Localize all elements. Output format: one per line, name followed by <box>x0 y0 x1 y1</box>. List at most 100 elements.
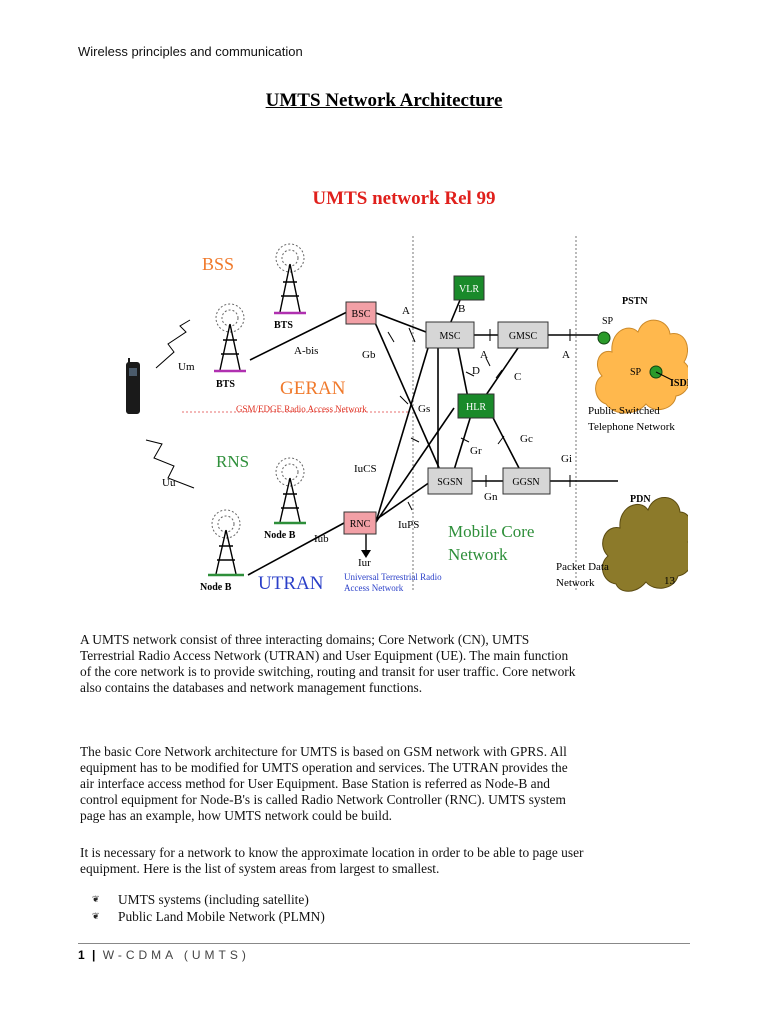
pdn-desc-2: Network <box>556 577 595 589</box>
isdn-label: ISDN <box>670 378 688 389</box>
footer-separator: | <box>92 948 96 962</box>
paragraph-line: A UMTS network consist of three interact… <box>80 632 530 647</box>
list-item: ❦ Public Land Mobile Network (PLMN) <box>92 908 325 925</box>
sp-label-2: SP <box>630 367 642 378</box>
a-label-1: A <box>402 305 410 317</box>
paragraph-line: equipment. Here is the list of system ar… <box>80 861 440 876</box>
c-label: C <box>514 371 521 383</box>
rnc-label: RNC <box>350 519 371 530</box>
nodeb-label-1: Node B <box>264 530 296 541</box>
paragraph-line: Terrestrial Radio Access Network (UTRAN)… <box>80 648 569 663</box>
pdn-desc-1: Packet Data <box>556 561 609 573</box>
paragraph-line: air interface access method for User Equ… <box>80 776 550 791</box>
umts-architecture-diagram: UMTS network Rel 99 BSS GERAN GSM/EDGE R… <box>126 188 688 594</box>
node-labels: BTS BTS Node B Node B BSC RNC MSC GMSC V… <box>200 284 688 593</box>
paragraph-3: It is necessary for a network to know th… <box>80 845 680 877</box>
sp-label-1: SP <box>602 316 614 327</box>
bts-tower-icon-upper <box>274 243 306 315</box>
ggsn-box <box>502 467 551 495</box>
running-header: Wireless principles and communication <box>78 44 303 59</box>
pdn-cloud <box>601 497 688 592</box>
paragraph-line: also contains the databases and network … <box>80 680 423 695</box>
bts-label-1: BTS <box>274 320 293 331</box>
nodeb-tower-icon-lower <box>208 509 244 577</box>
bullet-icon: ❦ <box>92 911 100 921</box>
page-footer: 1 | W-CDMA (UMTS) <box>78 948 250 962</box>
paragraph-2: The basic Core Network architecture for … <box>80 744 680 824</box>
radio-link-um-icon <box>155 319 191 369</box>
gn-label: Gn <box>484 491 498 503</box>
radio-link-uu-icon <box>145 439 195 489</box>
nodeb-tower-icon-upper <box>274 457 306 525</box>
system-areas-list: ❦ UMTS systems (including satellite) ❦ P… <box>92 891 325 925</box>
msc-label: MSC <box>439 331 460 342</box>
a-label-2: A <box>480 349 488 361</box>
iur-label: Iur <box>358 557 371 569</box>
geran-label: GERAN <box>280 378 346 399</box>
pstn-label: PSTN <box>622 296 648 307</box>
bts-tower-icon-lower <box>214 303 246 373</box>
list-item-text: UMTS systems (including satellite) <box>118 892 309 907</box>
pstn-desc-2: Telephone Network <box>588 421 675 433</box>
geran-sub-label: GSM/EDGE Radio Access Network <box>236 404 367 414</box>
slide-number: 13 <box>664 575 676 587</box>
gr-label: Gr <box>470 445 482 457</box>
interface-ticks <box>387 327 571 511</box>
sgsn-box <box>427 467 473 495</box>
msc-box <box>425 321 475 349</box>
nodeb-label-2: Node B <box>200 582 232 593</box>
bss-label: BSS <box>202 254 234 274</box>
bullet-icon: ❦ <box>92 894 100 904</box>
iups-label: IuPS <box>398 519 419 531</box>
paragraph-line: control equipment for Node-B's is called… <box>80 792 566 807</box>
sp-dot-1 <box>597 331 611 345</box>
iucs-label: IuCS <box>354 463 377 475</box>
list-item-text: Public Land Mobile Network (PLMN) <box>118 909 325 924</box>
um-label: Um <box>178 361 195 373</box>
vlr-box <box>453 275 485 301</box>
diagram-heading: UMTS network Rel 99 <box>312 188 495 209</box>
interface-labels: Um Uu A-bis A A A B Gb Gs D C Gr Gc Gi G… <box>162 303 572 569</box>
bsc-box <box>345 301 377 325</box>
vlr-label: VLR <box>459 284 479 295</box>
gc-label: Gc <box>520 433 533 445</box>
gmsc-label: GMSC <box>509 331 538 342</box>
paragraph-1: A UMTS network consist of three interact… <box>80 632 680 696</box>
utran-label: UTRAN <box>258 573 324 594</box>
ggsn-label: GGSN <box>512 477 539 488</box>
utran-sub-label-2: Access Network <box>344 583 404 593</box>
pdn-label: PDN <box>630 494 651 505</box>
iub-label: Iub <box>314 533 329 545</box>
list-item: ❦ UMTS systems (including satellite) <box>92 891 325 908</box>
mobile-handset-icon <box>126 358 140 414</box>
mobile-core-label-1: Mobile Core <box>448 522 534 541</box>
rnc-box <box>343 511 377 535</box>
paragraph-line: of the core network is to provide switch… <box>80 664 576 679</box>
paragraph-line: equipment has to be modified for UMTS op… <box>80 760 568 775</box>
paragraph-line: The basic Core Network architecture for … <box>80 744 567 759</box>
footer-divider <box>78 943 690 944</box>
abis-label: A-bis <box>294 345 318 357</box>
uu-label: Uu <box>162 477 176 489</box>
sgsn-label: SGSN <box>437 477 463 488</box>
pstn-desc-1: Public Switched <box>588 405 660 417</box>
a-label-3: A <box>562 349 570 361</box>
bsc-label: BSC <box>352 309 371 320</box>
page-title: UMTS Network Architecture <box>265 90 503 111</box>
utran-sub-label-1: Universal Terrestrial Radio <box>344 572 442 582</box>
page-number: 1 <box>78 948 85 962</box>
gi-label: Gi <box>561 453 572 465</box>
rns-label: RNS <box>216 452 249 471</box>
gb-label: Gb <box>362 349 376 361</box>
bts-label-2: BTS <box>216 379 235 390</box>
hlr-label: HLR <box>466 402 486 413</box>
mobile-core-label-2: Network <box>448 545 508 564</box>
gs-label: Gs <box>418 403 430 415</box>
d-label: D <box>472 365 480 377</box>
gmsc-box <box>497 321 549 349</box>
pstn-cloud <box>595 319 688 414</box>
footer-text: W-CDMA (UMTS) <box>102 948 250 962</box>
hlr-box <box>457 393 495 419</box>
paragraph-line: page has an example, how UMTS network co… <box>80 808 393 823</box>
